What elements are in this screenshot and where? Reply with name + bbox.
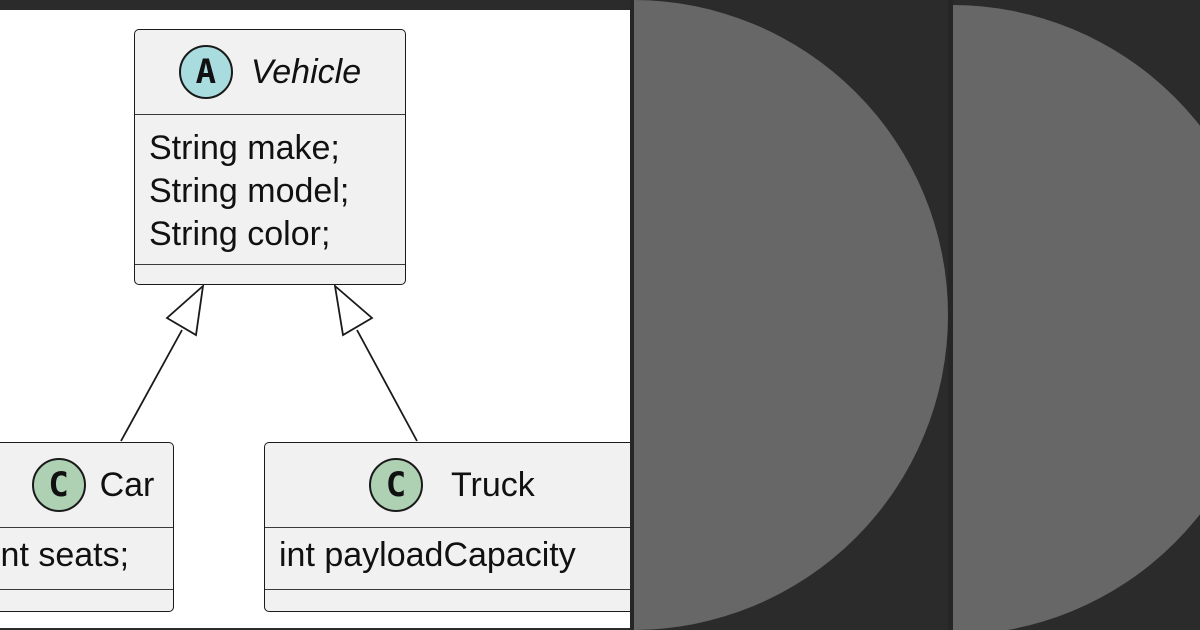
abstract-class-badge-icon: A — [178, 45, 233, 99]
class-fields: int seats; — [0, 528, 173, 590]
class-badge-icon: C — [369, 458, 423, 512]
class-badge-icon: C — [31, 458, 86, 512]
class-methods — [265, 590, 630, 610]
class-name: Truck — [451, 465, 535, 504]
class-name: Car — [99, 465, 155, 504]
field: String color; — [149, 215, 331, 253]
inheritance-arrowhead-truck — [333, 283, 374, 337]
class-header: C Truck — [265, 443, 630, 528]
field: int payloadCapacity — [279, 536, 576, 574]
class-methods — [135, 265, 405, 283]
class-fields: int payloadCapacity — [265, 528, 630, 590]
inheritance-line-truck — [356, 329, 418, 442]
class-header: C Car — [0, 443, 173, 528]
inheritance-arrowhead-car — [165, 283, 205, 337]
class-vehicle[interactable]: A Vehicle String make; String model; Str… — [134, 29, 406, 285]
field: String make; — [149, 129, 340, 167]
thumbnail-panel[interactable] — [953, 0, 1200, 630]
panel-divider — [630, 0, 635, 630]
thumbnail-panel[interactable] — [634, 0, 948, 630]
uml-class-diagram: A Vehicle String make; String model; Str… — [0, 10, 630, 628]
panel-divider — [0, 628, 630, 630]
field: int seats; — [0, 536, 130, 574]
class-name: Vehicle — [250, 52, 362, 91]
class-car[interactable]: C Car int seats; — [0, 442, 174, 612]
inheritance-links — [120, 283, 418, 442]
inheritance-line-car — [120, 329, 183, 442]
half-circle-shape — [953, 5, 1200, 630]
field: String model; — [149, 172, 350, 210]
half-circle-shape — [634, 0, 948, 630]
panel-divider — [948, 0, 953, 630]
class-truck[interactable]: C Truck int payloadCapacity — [264, 442, 630, 612]
class-header: A Vehicle — [135, 30, 405, 115]
class-fields: String make; String model; String color; — [135, 115, 405, 265]
class-methods — [0, 590, 173, 610]
